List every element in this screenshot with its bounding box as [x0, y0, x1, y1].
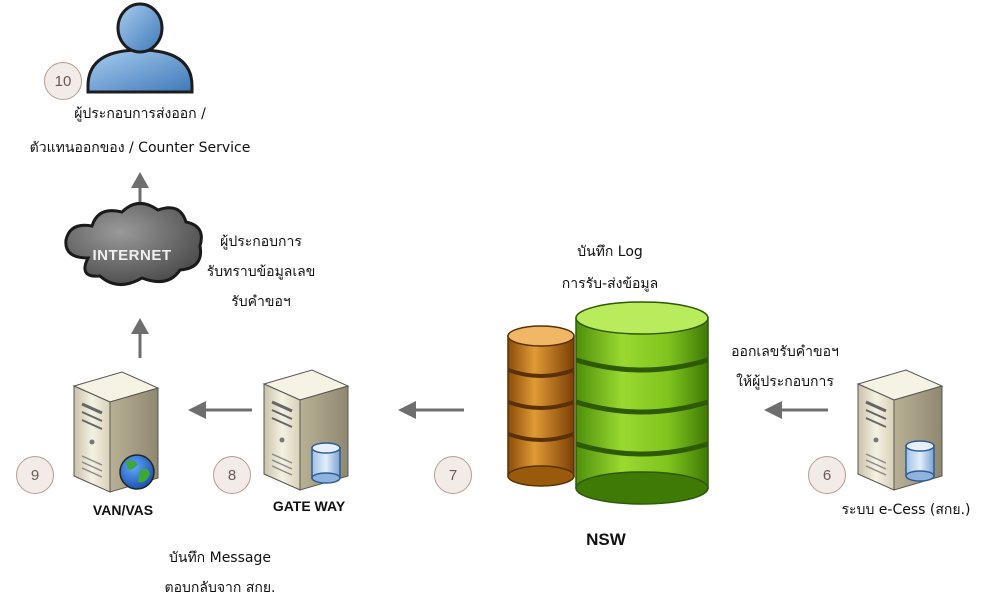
database-stack-orange-icon — [507, 325, 575, 487]
database-icon — [311, 442, 341, 484]
arrow-up-icon — [131, 318, 149, 358]
ecess-note-line2: ให้ผู้ประกอบการ — [736, 374, 834, 390]
ecess-caption: ระบบ e-Cess (สกย.) — [841, 502, 971, 518]
gateway-note-line1: บันทึก Message — [169, 550, 271, 566]
globe-icon — [119, 454, 155, 490]
step-6-badge: 6 — [808, 456, 846, 494]
internet-cloud-label: INTERNET — [92, 247, 172, 264]
database-stack-green-icon — [575, 301, 709, 505]
step-10-badge: 10 — [44, 62, 82, 100]
gateway-note-line2: ตอบกลับจาก สกย. — [164, 580, 276, 596]
database-icon — [905, 440, 935, 482]
nsw-note-line2: การรับ-ส่งข้อมูล — [561, 276, 659, 292]
user-label-line1: ผู้ประกอบการส่งออก / — [74, 106, 206, 122]
arrow-left-icon — [764, 401, 828, 419]
gateway-caption: GATE WAY — [272, 498, 346, 514]
nsw-caption: NSW — [586, 530, 626, 549]
van-caption: VAN/VAS — [92, 502, 154, 518]
internet-note-line1: ผู้ประกอบการ — [220, 234, 302, 250]
step-7-badge: 7 — [434, 456, 472, 494]
nsw-note-line1: บันทึก Log — [577, 244, 643, 260]
step-8-badge: 8 — [213, 456, 251, 494]
arrow-left-icon — [398, 401, 464, 419]
cloud-icon — [64, 202, 203, 286]
internet-note-line2: รับทราบข้อมูลเลข — [206, 264, 316, 280]
step-9-badge: 9 — [16, 456, 54, 494]
user-label-line2: ตัวแทนออกของ / Counter Service — [29, 140, 251, 156]
arrow-left-icon — [188, 401, 252, 419]
ecess-note-line1: ออกเลขรับคำขอฯ — [731, 344, 839, 360]
user-icon — [86, 2, 194, 94]
internet-note-line3: รับคำขอฯ — [231, 294, 291, 310]
